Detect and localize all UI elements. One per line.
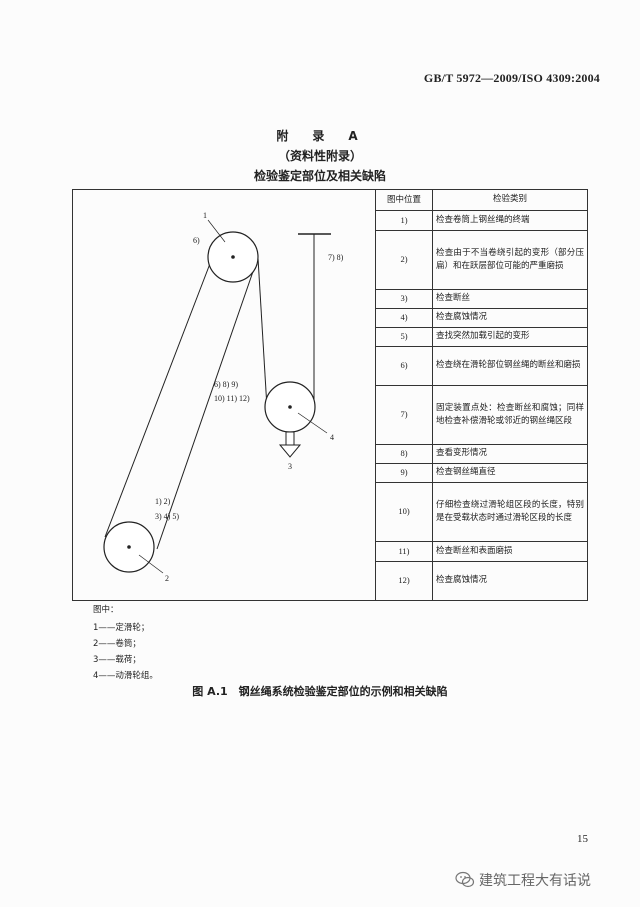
page-number: 15 (577, 833, 588, 845)
rope-segment-right (156, 259, 258, 550)
row-position: 3) (375, 288, 433, 309)
rope-segment-left (104, 260, 212, 538)
row-position: 4) (375, 307, 433, 328)
row-position: 6) (375, 345, 433, 386)
movable-pulley-center (288, 405, 292, 409)
table-header-row: 图中位置 检验类别 (375, 190, 587, 211)
leader-1 (207, 219, 226, 243)
leader-4 (297, 412, 328, 434)
label-load: 3 (288, 462, 292, 471)
label-1-2: 1) 2) (155, 497, 171, 506)
standard-number: GB/T 5972—2009/ISO 4309:2004 (423, 71, 600, 85)
row-position: 2) (375, 229, 433, 290)
col-header-category: 检验类别 (432, 190, 587, 211)
row-description: 仔细检查绕过滑轮组区段的长度，特别是在受载状态时通过滑轮区段的长度 (432, 481, 587, 542)
row-position: 8) (375, 443, 433, 464)
table-row: 12) 检查腐蚀情况 (375, 560, 587, 600)
row-description: 检查由于不当卷绕引起的变形（部分压扁）和在跃层部位可能的严重磨损 (432, 229, 587, 290)
row-description: 检查腐蚀情况 (432, 560, 587, 600)
legend-title: 图中： (93, 605, 119, 615)
row-description: 固定装置点处：检查断丝和腐蚀；同样地检查补偿滑轮或邻近的钢丝绳区段 (432, 384, 587, 445)
table-row: 1) 检查卷筒上钢丝绳的终端 (375, 209, 587, 231)
table-row: 7) 固定装置点处：检查断丝和腐蚀；同样地检查补偿滑轮或邻近的钢丝绳区段 (375, 384, 587, 445)
label-6-8-9: 6) 8) 9) (214, 380, 238, 389)
table-row: 3) 检查断丝 (375, 288, 587, 309)
load-arrow-icon (278, 431, 302, 458)
legend-item: 1——定滑轮； (93, 623, 150, 633)
legend-item: 2——卷筒； (93, 639, 141, 649)
table-row: 9) 检查钢丝绳直径 (375, 462, 587, 483)
table-row: 11) 检查断丝和表面磨损 (375, 540, 587, 562)
legend-item: 4——动滑轮组。 (93, 671, 158, 681)
leader-2 (138, 554, 164, 574)
row-description: 检查钢丝绳直径 (432, 462, 587, 483)
rope-system-diagram: 1 6) 7) 8) 6) 8) 9) 10) 11) 12) 4 3 1) 2… (103, 211, 344, 583)
row-description: 检查卷筒上钢丝绳的终端 (432, 209, 587, 231)
row-position: 5) (375, 326, 433, 347)
label-movable-pulley: 4 (330, 433, 334, 442)
label-6: 6) (193, 236, 200, 245)
row-position: 7) (375, 384, 433, 445)
drum-center (127, 545, 131, 549)
row-description: 检查腐蚀情况 (432, 307, 587, 328)
row-position: 10) (375, 481, 433, 542)
row-position: 12) (375, 560, 433, 600)
rope-segment-down (257, 257, 268, 409)
watermark: 建筑工程大有话说 (455, 870, 591, 890)
row-description: 检查绕在滑轮部位钢丝绳的断丝和磨损 (432, 345, 587, 386)
row-description: 检查断丝 (432, 288, 587, 309)
table-row: 4) 检查腐蚀情况 (375, 307, 587, 328)
row-description: 查找突然加载引起的变形 (432, 326, 587, 347)
label-fixed-pulley: 1 (203, 211, 207, 220)
label-3-4-5: 3) 4) 5) (155, 512, 179, 521)
figure-frame: 1 6) 7) 8) 6) 8) 9) 10) 11) 12) 4 3 1) 2… (72, 189, 588, 601)
table-row: 6) 检查绕在滑轮部位钢丝绳的断丝和磨损 (375, 345, 587, 386)
label-7-8: 7) 8) (328, 253, 344, 262)
row-position: 9) (375, 462, 433, 483)
appendix-title: 检验鉴定部位及相关缺陷 (253, 169, 386, 183)
appendix-type: （资料性附录） (277, 149, 362, 163)
table-row: 2) 检查由于不当卷绕引起的变形（部分压扁）和在跃层部位可能的严重磨损 (375, 229, 587, 290)
figure-caption: 图 A.1 钢丝绳系统检验鉴定部位的示例和相关缺陷 (192, 685, 448, 698)
table-row: 10) 仔细检查绕过滑轮组区段的长度，特别是在受载状态时通过滑轮区段的长度 (375, 481, 587, 542)
col-header-position: 图中位置 (375, 190, 433, 211)
row-position: 1) (375, 209, 433, 231)
table-row: 5) 查找突然加载引起的变形 (375, 326, 587, 347)
row-description: 查看变形情况 (432, 443, 587, 464)
inspection-table: 图中位置 检验类别 1) 检查卷筒上钢丝绳的终端 2) 检查由于不当卷绕引起的变… (375, 190, 587, 600)
legend-item: 3——载荷； (93, 655, 141, 665)
label-drum: 2 (165, 574, 169, 583)
appendix-heading: 附 录 A (276, 129, 364, 143)
watermark-text: 建筑工程大有话说 (479, 873, 591, 889)
row-description: 检查断丝和表面磨损 (432, 540, 587, 562)
row-position: 11) (375, 540, 433, 562)
fixed-pulley-center (231, 255, 235, 259)
wechat-icon (455, 871, 475, 888)
label-10-11-12: 10) 11) 12) (214, 394, 250, 403)
table-row: 8) 查看变形情况 (375, 443, 587, 464)
